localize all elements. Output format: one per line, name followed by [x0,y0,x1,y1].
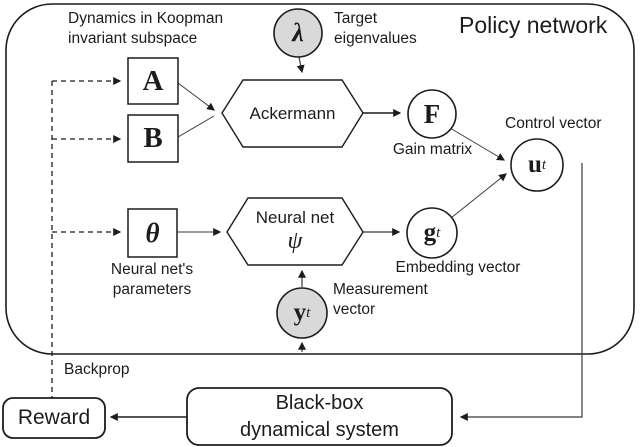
arrow-g-to-u [450,173,507,219]
embedding-vector-caption: Embedding vector [395,259,521,276]
koopman-subspace-caption: Dynamics in Koopman invariant subspace [68,10,224,48]
policy-network-boundary [5,3,635,355]
F-gain-node [407,89,457,139]
target-eigenvalues-caption: Target eigenvalues [334,10,417,48]
g-embedding-node [406,207,458,259]
B-matrix-box [127,114,179,163]
F-gain-symbol: F [423,98,441,129]
neural-net-params-caption: Neural net's parameters [110,261,194,299]
psi-symbol: ψ [287,227,303,254]
policy-network-title: Policy network [459,12,608,38]
ackermann-hexagon [221,79,364,148]
reward-label: Reward [17,406,91,429]
u-main: u [527,151,542,178]
neural-net-text: Neural net [255,207,335,227]
ackermann-label: Ackermann [249,103,336,123]
y-main: y [293,299,307,326]
theta-params-box [127,208,178,258]
theta-symbol: θ [145,217,160,248]
backprop-caption: Backprop [64,361,130,378]
y-measurement-node [276,287,328,339]
u-control-node [510,138,564,192]
neural-net-label: Neural net ψ [227,198,363,265]
arrow-B-to-ackermann [177,115,215,138]
A-matrix-box [127,57,179,105]
g-main: g [423,219,437,246]
lambda-symbol: λ [292,18,304,47]
reward-box [2,397,106,439]
A-matrix-symbol: A [142,64,164,97]
arrow-lambda-to-ackermann [296,56,305,74]
lambda-node [273,8,323,58]
arrow-u-to-blackbox [459,163,583,421]
B-matrix-symbol: B [143,122,163,154]
arrow-A-to-ackermann [177,82,215,111]
neural-net-hexagon [226,197,364,266]
arrow-F-to-u [449,127,506,161]
gain-matrix-caption: Gain matrix [392,141,473,158]
measurement-vector-caption: Measurement vector [333,281,428,319]
control-vector-caption: Control vector [505,115,602,132]
blackbox-system-label: Black-box dynamical system [240,391,399,441]
